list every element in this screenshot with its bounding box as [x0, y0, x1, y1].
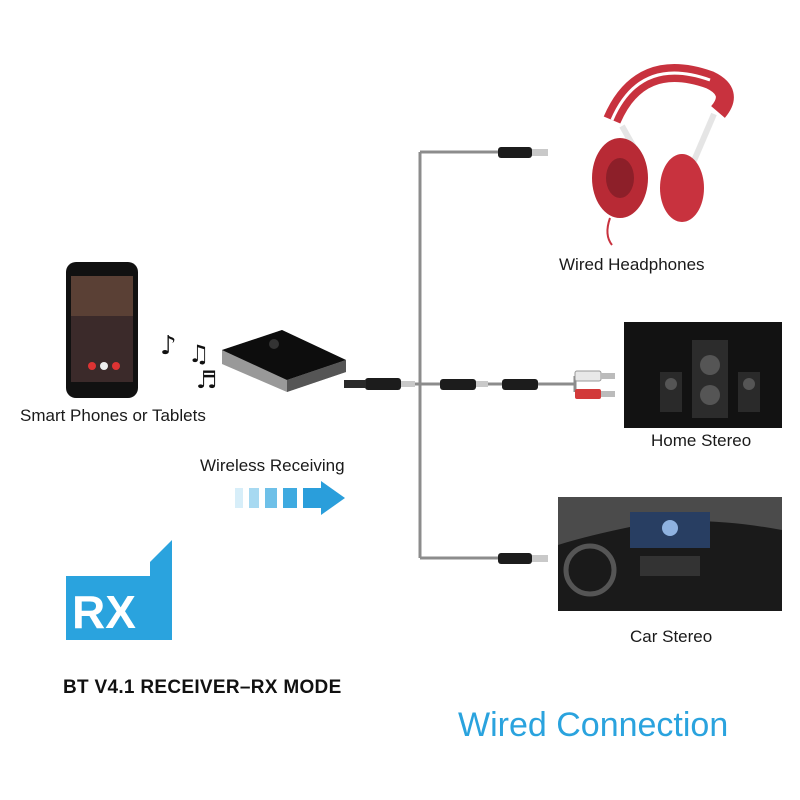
audio-plug-icon	[498, 553, 548, 564]
car-dashboard-icon	[558, 497, 782, 611]
audio-plug-icon	[498, 147, 548, 158]
audio-plug-icon	[502, 379, 538, 390]
headphones-icon	[592, 64, 734, 246]
bluetooth-receiver-icon	[222, 330, 346, 392]
arrow-right-icon	[235, 481, 345, 515]
rca-plug-icon	[574, 370, 615, 399]
svg-text:♪: ♪	[160, 331, 177, 361]
phone-label: Smart Phones or Tablets	[20, 406, 206, 425]
audio-plug-icon	[344, 378, 415, 390]
music-note-icon: ♪ ♫ ♬	[160, 331, 218, 394]
audio-plug-icon	[440, 379, 488, 390]
svg-text:♬: ♬	[196, 366, 218, 394]
wireless-label: Wireless Receiving	[200, 456, 345, 475]
speaker-system-icon	[624, 322, 782, 428]
home-stereo-label: Home Stereo	[651, 431, 752, 450]
rx-logo: RX	[66, 540, 172, 640]
headphones-label: Wired Headphones	[559, 255, 705, 274]
cable-network	[345, 150, 577, 560]
car-stereo-label: Car Stereo	[630, 627, 713, 646]
wired-connection-title: Wired Connection	[458, 706, 729, 744]
rx-logo-text: RX	[72, 586, 136, 638]
svg-text:♫: ♫	[188, 340, 210, 368]
mode-title: BT V4.1 RECEIVER–RX MODE	[63, 677, 342, 698]
smartphone-icon	[66, 262, 138, 398]
